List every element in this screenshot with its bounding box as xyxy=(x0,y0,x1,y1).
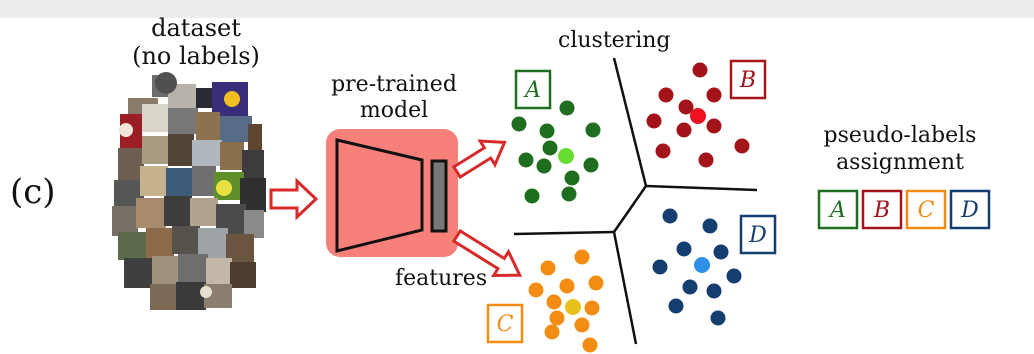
model-box xyxy=(326,129,458,257)
dataset-title-line1: dataset xyxy=(151,14,241,42)
cluster-d-points xyxy=(652,208,742,326)
dataset-title: dataset (no labels) xyxy=(128,14,264,70)
feature-arrow-down xyxy=(451,228,523,277)
cluster-boundaries xyxy=(513,57,758,345)
encoder-trapezoid xyxy=(335,138,424,253)
assignment-title-line1: pseudo-labels xyxy=(823,123,977,148)
assignment-title-line2: assignment xyxy=(836,150,964,175)
cluster-b-label-box: B xyxy=(729,59,767,100)
assignment-title: pseudo-labels assignment xyxy=(808,122,992,176)
cluster-a-centroid xyxy=(558,148,574,164)
cluster-d-label-box: D xyxy=(739,214,777,255)
panel-label: (c) xyxy=(10,172,56,212)
dataset-image-collage xyxy=(112,72,266,310)
assignment-label-a: A xyxy=(828,198,846,223)
model-title-line1: pre-trained xyxy=(331,72,457,97)
input-arrow xyxy=(269,177,319,221)
feature-vector xyxy=(430,159,448,233)
cluster-c-centroid xyxy=(565,299,581,315)
dataset-title-line2: (no labels) xyxy=(132,42,260,70)
assignment-label-d: D xyxy=(960,198,979,223)
cluster-b-label: B xyxy=(739,68,756,93)
cluster-b-centroid xyxy=(690,108,706,124)
cluster-c-label-box: C xyxy=(486,303,524,344)
cluster-c-label: C xyxy=(497,312,514,337)
feature-arrow-up xyxy=(451,139,507,180)
assignment-label-boxes: A B C D xyxy=(817,189,991,230)
top-bar xyxy=(0,0,1034,18)
model-title: pre-trained model xyxy=(320,72,468,124)
features-label: features xyxy=(395,266,488,291)
cluster-a-points xyxy=(511,100,601,204)
cluster-a-label: A xyxy=(523,78,541,103)
cluster-b-points xyxy=(646,62,750,168)
assignment-label-b: B xyxy=(873,198,890,223)
cluster-a-label-box: A xyxy=(514,69,552,110)
assignment-label-c: C xyxy=(918,198,935,223)
cluster-d-centroid xyxy=(694,257,710,273)
model-title-line2: model xyxy=(359,98,429,123)
cluster-c-points xyxy=(528,249,604,353)
clustering-label: clustering xyxy=(558,28,671,53)
cluster-d-label: D xyxy=(748,223,767,248)
